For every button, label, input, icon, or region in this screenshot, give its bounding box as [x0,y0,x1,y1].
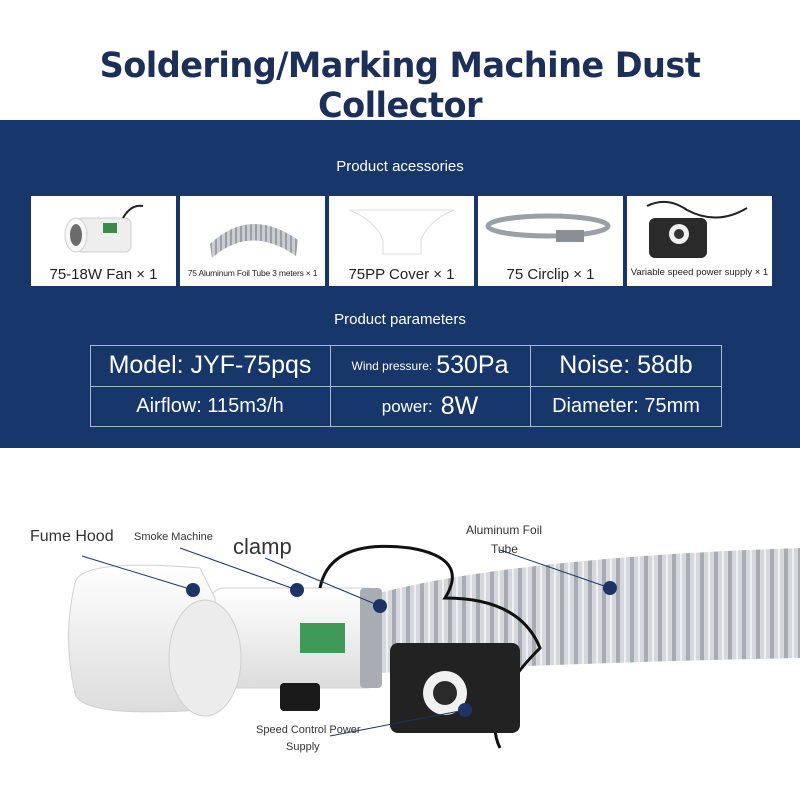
parameters-heading: Product parameters [334,311,466,328]
param-border-bottom [90,426,722,427]
callout-dot-fume-hood [186,583,200,597]
callout-dot-speed-control [458,703,472,717]
speed-knob [433,681,457,705]
param-border-col1 [330,345,331,427]
param-power-label: power: [381,396,433,416]
callout-smoke-machine: Smoke Machine [134,531,213,543]
param-model: Model: JYF-75pqs [108,351,312,379]
foil-tube-image [210,223,298,258]
accessories-heading: Product acessories [336,158,464,175]
param-border-col2 [530,345,531,427]
product-photo [68,544,800,749]
callout-line-fume-hood [81,555,194,591]
accessories-row: 75-18W Fan × 1 75 Aluminum Foil Tube 3 m… [31,196,773,286]
callout-line-smoke-machine [179,547,298,591]
accessory-circlip-card: 75 Circlip × 1 [478,196,623,286]
callout-line-foil-tube [499,549,611,589]
param-noise: Noise: 58db [559,351,693,379]
callout-foil-tube-line2: Tube [491,542,518,556]
accessory-fan-label: 75-18W Fan × 1 [49,266,158,283]
callout-foil-tube-line1: Aluminum Foil [466,523,543,537]
page-title: Soldering/Marking Machine Dust Collector [99,46,701,126]
param-wind-pressure-value: 530Pa [436,351,509,379]
accessory-circlip-label: 75 Circlip × 1 [506,266,595,283]
callout-line-speed-control [329,709,466,737]
callout-dot-clamp [373,599,387,613]
fan-image [64,204,144,253]
callout-line-clamp [264,557,381,607]
callout-dot-smoke-machine [290,583,304,597]
accessory-power-supply-card: Variable speed power supply × 1 [627,196,772,286]
accessory-cover-card: 75PP Cover × 1 [329,196,474,286]
accessory-foil-tube-card: 75 Aluminum Foil Tube 3 meters × 1 [180,196,325,286]
cover-image [348,209,455,255]
accessory-foil-tube-label: 75 Aluminum Foil Tube 3 meters × 1 [187,268,318,278]
fan-label-sticker [300,623,345,653]
foil-tube-shape [360,548,800,673]
accessory-power-supply-label: Variable speed power supply × 1 [630,267,769,278]
param-airflow: Airflow: 115m3/h [136,395,284,417]
power-supply-image [646,200,748,258]
param-border-mid [90,386,722,387]
param-border-right [721,345,722,427]
param-border-top [90,345,722,346]
param-wind-pressure: Wind pressure: 530Pa [330,345,530,386]
fume-hood-opening [168,599,242,717]
circlip-image [485,213,611,242]
callout-speed-control-line1: Speed Control Power [256,724,361,736]
callout-speed-control-line2: Supply [286,741,320,753]
callout-clamp: clamp [233,534,292,559]
param-power-value: 8W [440,392,479,420]
param-power: power: 8W [330,386,530,427]
power-plug [280,683,320,711]
parameters-table: Model: JYF-75pqs Wind pressure: 530Pa No… [90,345,722,427]
param-diameter: Diameter: 75mm [552,395,700,417]
accessory-cover-label: 75PP Cover × 1 [348,266,455,283]
accessory-fan-card: 75-18W Fan × 1 [31,196,176,286]
param-border-left [90,345,91,427]
param-wind-pressure-label: Wind pressure: [351,358,433,373]
clamp-shape [360,588,382,688]
callout-dot-foil-tube [603,581,617,595]
callout-fume-hood: Fume Hood [30,528,114,545]
